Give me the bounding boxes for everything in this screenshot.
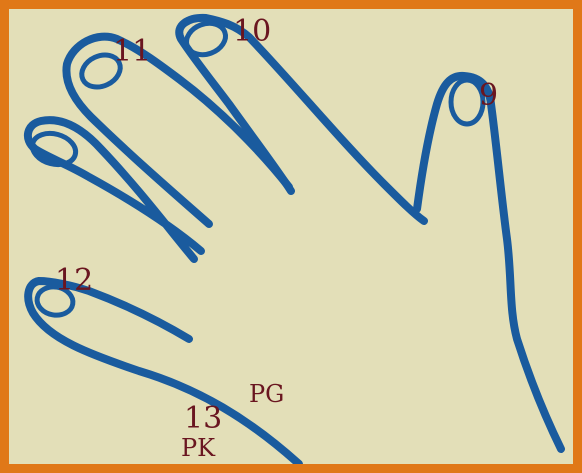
point-label-pg: PG (249, 382, 284, 406)
point-label-12: 12 (55, 266, 93, 296)
point-label-13: 13 (184, 404, 222, 434)
point-label-10: 10 (233, 17, 271, 47)
point-label-11: 11 (113, 37, 151, 67)
ring-finger-outline (66, 37, 289, 224)
point-label-9: 9 (479, 81, 498, 111)
index-finger-outline (417, 76, 561, 449)
point-label-pk: PK (181, 436, 215, 460)
